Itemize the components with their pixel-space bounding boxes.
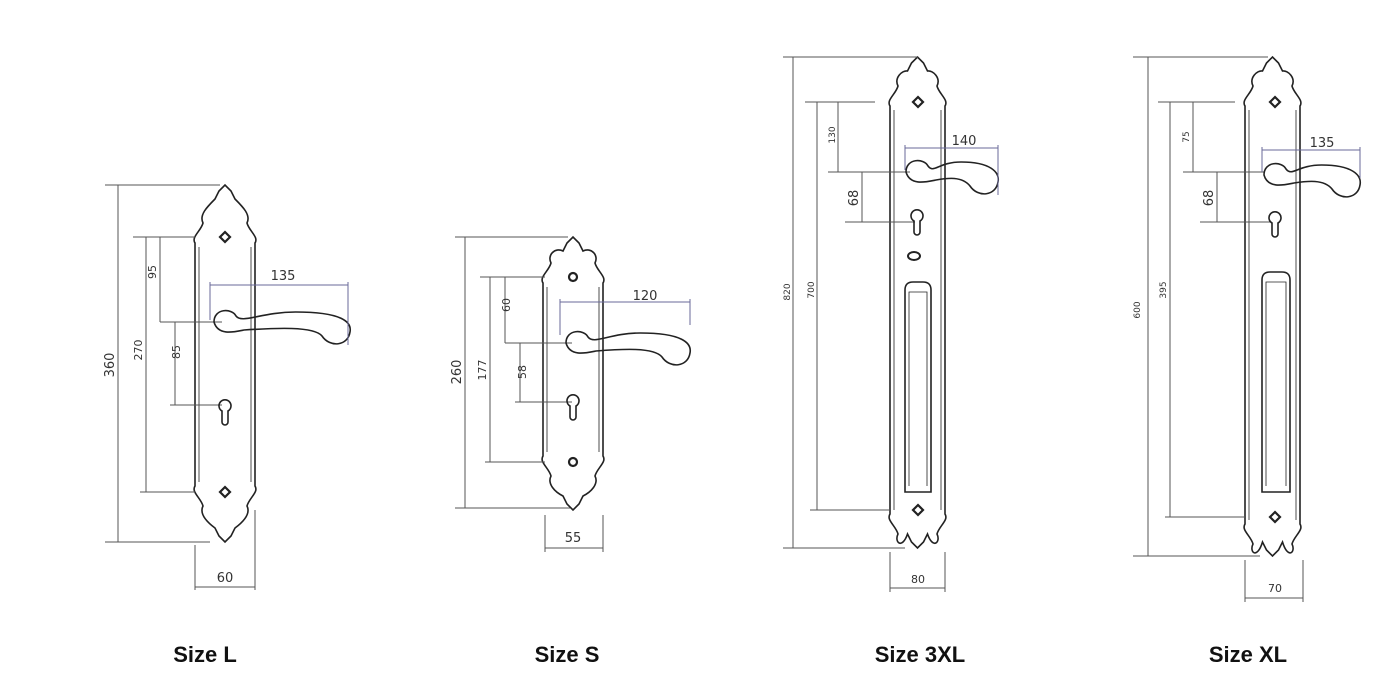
screw-diamond-icon xyxy=(1268,95,1282,109)
lock-oval-icon xyxy=(907,251,921,261)
backplate-outline xyxy=(888,55,947,550)
keyhole-icon xyxy=(218,399,232,426)
drawing-size-3xl: 820 700 130 68 140 80 Size 3XL xyxy=(783,126,976,667)
lever-handle xyxy=(1263,162,1361,198)
dim-top-to-handle: 60 xyxy=(500,298,513,312)
dim-height: 600 xyxy=(1133,301,1143,318)
pull-slot-inner xyxy=(908,291,928,486)
backplate-inner-edge xyxy=(1248,110,1297,520)
screw-diamond-icon xyxy=(911,95,925,109)
dim-screw-span: 700 xyxy=(807,281,817,298)
pull-slot-inner xyxy=(1265,281,1287,486)
backplate-outline xyxy=(1243,55,1302,558)
drawing-size-s: 260 177 60 58 120 55 Size S xyxy=(450,289,657,667)
lever-handle xyxy=(905,159,999,195)
backplate-outline xyxy=(541,235,605,512)
dim-screw-span: 395 xyxy=(1159,281,1169,298)
screw-diamond-icon xyxy=(218,485,232,499)
dim-width: 70 xyxy=(1268,582,1282,595)
dim-screw-span: 177 xyxy=(476,360,489,381)
dim-screw-span: 270 xyxy=(132,340,145,361)
dim-height: 360 xyxy=(103,353,118,378)
screw-diamond-icon xyxy=(911,503,925,517)
screw-hole-icon xyxy=(567,271,579,283)
dim-handle-length: 120 xyxy=(633,289,658,304)
size-label: Size L xyxy=(173,642,237,667)
drawing-size-l: 360 270 95 85 135 60 Size L xyxy=(103,265,295,667)
dim-width: 60 xyxy=(217,571,234,586)
dim-width: 55 xyxy=(565,531,582,546)
screw-hole-icon xyxy=(567,456,579,468)
backplate-inner-edge xyxy=(546,287,600,452)
dim-handle-length: 135 xyxy=(271,269,296,284)
backplate-outline xyxy=(193,183,257,544)
lever-handle xyxy=(565,330,691,366)
dim-handle-length: 140 xyxy=(952,134,977,149)
backplate-inner-edge xyxy=(198,247,252,482)
screw-diamond-icon xyxy=(218,230,232,244)
keyhole-icon xyxy=(910,209,924,236)
size-label: Size XL xyxy=(1209,642,1287,667)
keyhole-icon xyxy=(1268,211,1282,238)
dim-top-to-handle: 95 xyxy=(146,265,159,279)
dim-top-to-handle: 130 xyxy=(828,126,838,143)
keyhole-icon xyxy=(566,394,580,421)
dim-handle-to-key: 68 xyxy=(1202,190,1217,207)
lever-handle xyxy=(213,309,351,345)
drawing-size-xl: 600 395 75 68 135 70 Size XL xyxy=(1133,131,1334,667)
dim-top-to-handle: 75 xyxy=(1182,131,1192,142)
dim-handle-to-key: 58 xyxy=(516,365,529,379)
screw-diamond-icon xyxy=(1268,510,1282,524)
dim-width: 80 xyxy=(911,573,925,586)
backplate-inner-edge xyxy=(893,110,942,510)
size-label: Size 3XL xyxy=(875,642,965,667)
dim-handle-to-key: 68 xyxy=(847,190,862,207)
pull-slot xyxy=(1261,271,1291,493)
size-label: Size S xyxy=(535,642,600,667)
dim-handle-to-key: 85 xyxy=(170,345,183,359)
pull-slot xyxy=(904,281,932,493)
dim-height: 820 xyxy=(783,283,793,300)
dim-height: 260 xyxy=(450,360,465,385)
dim-handle-length: 135 xyxy=(1310,136,1335,151)
